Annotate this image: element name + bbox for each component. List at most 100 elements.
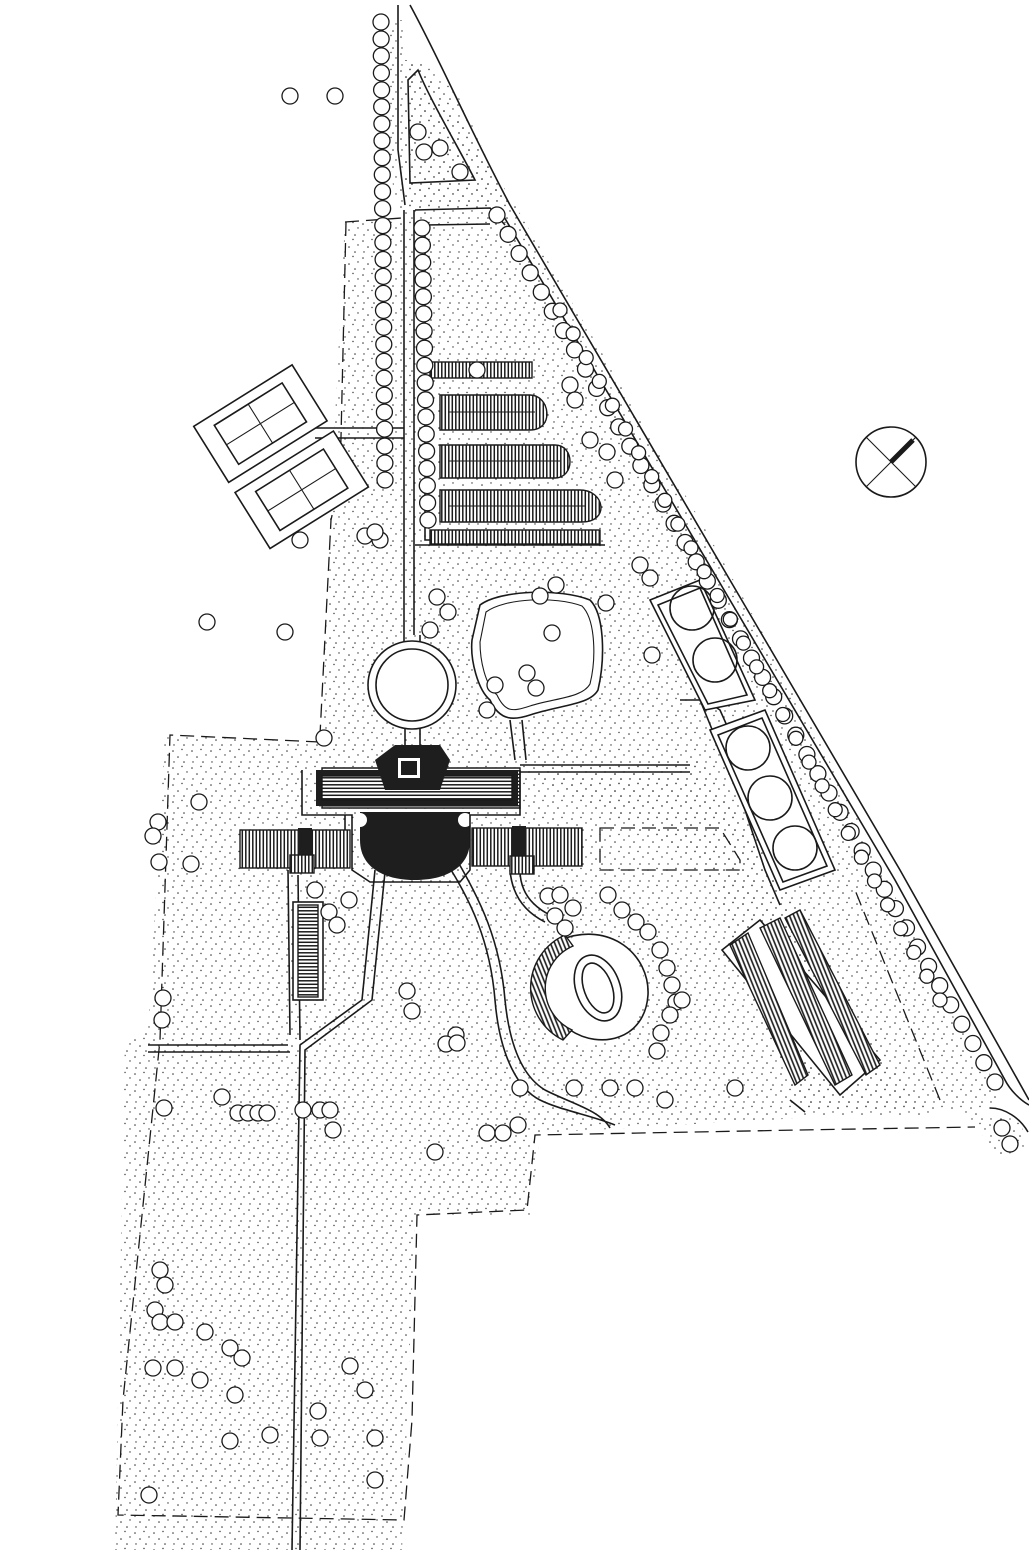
tree bbox=[893, 920, 909, 937]
tree bbox=[373, 199, 392, 218]
tree bbox=[578, 349, 594, 366]
tree bbox=[656, 1091, 674, 1109]
tree bbox=[311, 1429, 329, 1447]
tree bbox=[663, 976, 681, 994]
tree bbox=[652, 1024, 670, 1042]
tree bbox=[198, 613, 216, 631]
tree bbox=[151, 1261, 169, 1279]
tree bbox=[510, 244, 528, 263]
tree bbox=[374, 250, 392, 269]
tree bbox=[599, 886, 617, 904]
tree bbox=[398, 982, 416, 1000]
tree bbox=[376, 454, 394, 472]
tree bbox=[604, 397, 621, 413]
tree bbox=[601, 1079, 619, 1097]
tree bbox=[598, 443, 616, 461]
storage-tanks bbox=[648, 578, 837, 892]
tree bbox=[468, 361, 486, 379]
tree bbox=[340, 891, 358, 909]
tree bbox=[374, 267, 392, 286]
tree bbox=[372, 81, 391, 99]
tree bbox=[376, 437, 394, 455]
tree bbox=[565, 341, 584, 359]
tree bbox=[366, 1429, 384, 1447]
tree bbox=[375, 369, 393, 387]
tree bbox=[696, 564, 712, 580]
tree bbox=[511, 1079, 529, 1097]
tree bbox=[722, 611, 738, 627]
tree bbox=[613, 901, 631, 919]
tree bbox=[606, 471, 624, 489]
tree bbox=[566, 391, 584, 409]
tree bbox=[415, 339, 434, 357]
tree bbox=[426, 1143, 444, 1161]
tree bbox=[373, 132, 391, 150]
tree bbox=[906, 944, 922, 961]
tree bbox=[309, 1402, 327, 1420]
tree bbox=[486, 676, 504, 694]
tree bbox=[617, 421, 634, 437]
tree bbox=[150, 853, 168, 871]
tree bbox=[683, 540, 699, 556]
tree bbox=[375, 335, 393, 353]
tree bbox=[154, 989, 172, 1007]
tree bbox=[356, 1381, 374, 1399]
tree bbox=[431, 139, 449, 157]
tree bbox=[166, 1313, 184, 1331]
tree bbox=[375, 386, 393, 404]
tree bbox=[975, 1054, 993, 1072]
tree bbox=[375, 352, 393, 370]
tree bbox=[641, 569, 659, 587]
site-grounds bbox=[115, 20, 1029, 1550]
tree bbox=[328, 916, 346, 934]
tree bbox=[140, 1486, 158, 1504]
tree bbox=[413, 219, 431, 237]
tree bbox=[532, 283, 550, 301]
tree bbox=[233, 1349, 251, 1367]
tree bbox=[221, 1432, 239, 1450]
tree bbox=[294, 1101, 312, 1119]
tree bbox=[276, 623, 294, 641]
tree bbox=[581, 431, 599, 449]
tree bbox=[643, 646, 661, 664]
tree bbox=[375, 420, 394, 438]
tree bbox=[414, 288, 433, 306]
tree bbox=[151, 1313, 169, 1331]
tree bbox=[565, 326, 581, 342]
tree bbox=[521, 264, 539, 282]
tree bbox=[166, 1359, 184, 1377]
main-building bbox=[239, 745, 583, 1001]
tree bbox=[564, 899, 582, 917]
tree bbox=[375, 318, 393, 336]
tree bbox=[439, 603, 457, 621]
tree bbox=[814, 778, 830, 794]
tree bbox=[801, 754, 817, 770]
tree bbox=[626, 1079, 644, 1097]
tree bbox=[661, 1006, 679, 1024]
tree bbox=[451, 163, 469, 181]
tree bbox=[261, 1426, 279, 1444]
tree bbox=[735, 635, 752, 651]
tree bbox=[552, 302, 568, 318]
tree bbox=[561, 376, 579, 394]
tree bbox=[762, 683, 778, 699]
tree bbox=[415, 322, 433, 340]
tree bbox=[409, 123, 427, 141]
tree bbox=[320, 903, 338, 921]
tree bbox=[182, 855, 200, 873]
tree bbox=[418, 494, 437, 512]
parking-lots bbox=[429, 361, 602, 545]
tree bbox=[321, 1101, 339, 1119]
north-arrow-icon bbox=[855, 426, 927, 498]
tree bbox=[478, 701, 496, 719]
tree bbox=[374, 216, 392, 235]
tree bbox=[421, 621, 439, 639]
tree bbox=[518, 664, 536, 682]
tree bbox=[509, 1116, 527, 1134]
tree bbox=[964, 1034, 982, 1053]
tree bbox=[931, 977, 949, 995]
tree bbox=[565, 1079, 583, 1097]
tree bbox=[657, 492, 673, 508]
tree bbox=[324, 1121, 342, 1139]
tree bbox=[417, 442, 436, 460]
